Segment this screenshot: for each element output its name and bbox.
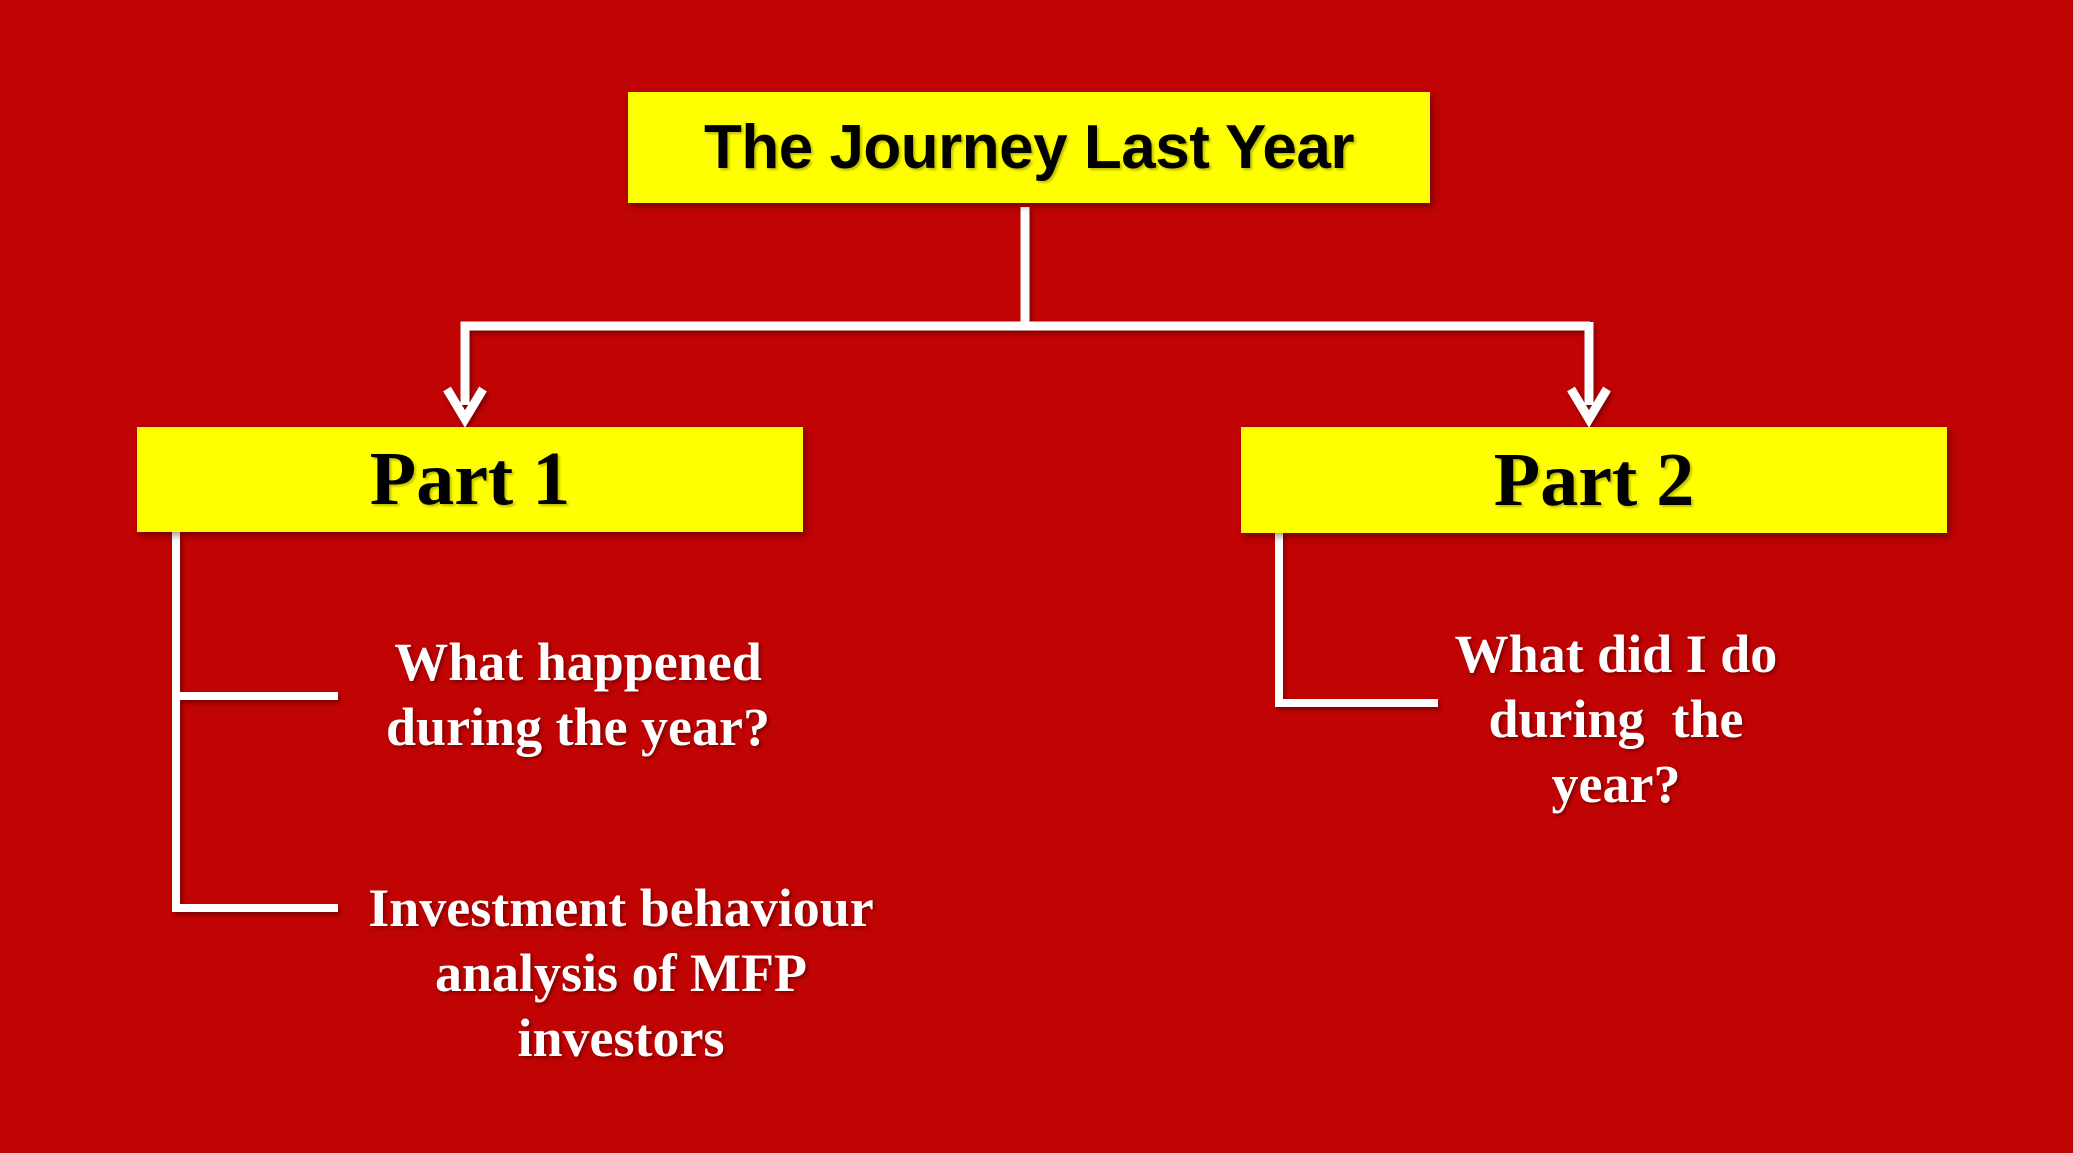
leaf-what-happened: What happened during the year? — [386, 632, 770, 757]
leaf-what-did-i-do: What did I do during the year? — [1454, 624, 1778, 814]
node-part1: Part 1 — [137, 427, 803, 532]
node-part2: Part 2 — [1241, 427, 1947, 533]
arrowhead-right-icon — [1567, 386, 1611, 428]
leaf-investment-behaviour: Investment behaviour analysis of MFP inv… — [368, 878, 874, 1068]
node-title: The Journey Last Year — [628, 92, 1430, 203]
arrowhead-left-icon — [443, 386, 487, 428]
